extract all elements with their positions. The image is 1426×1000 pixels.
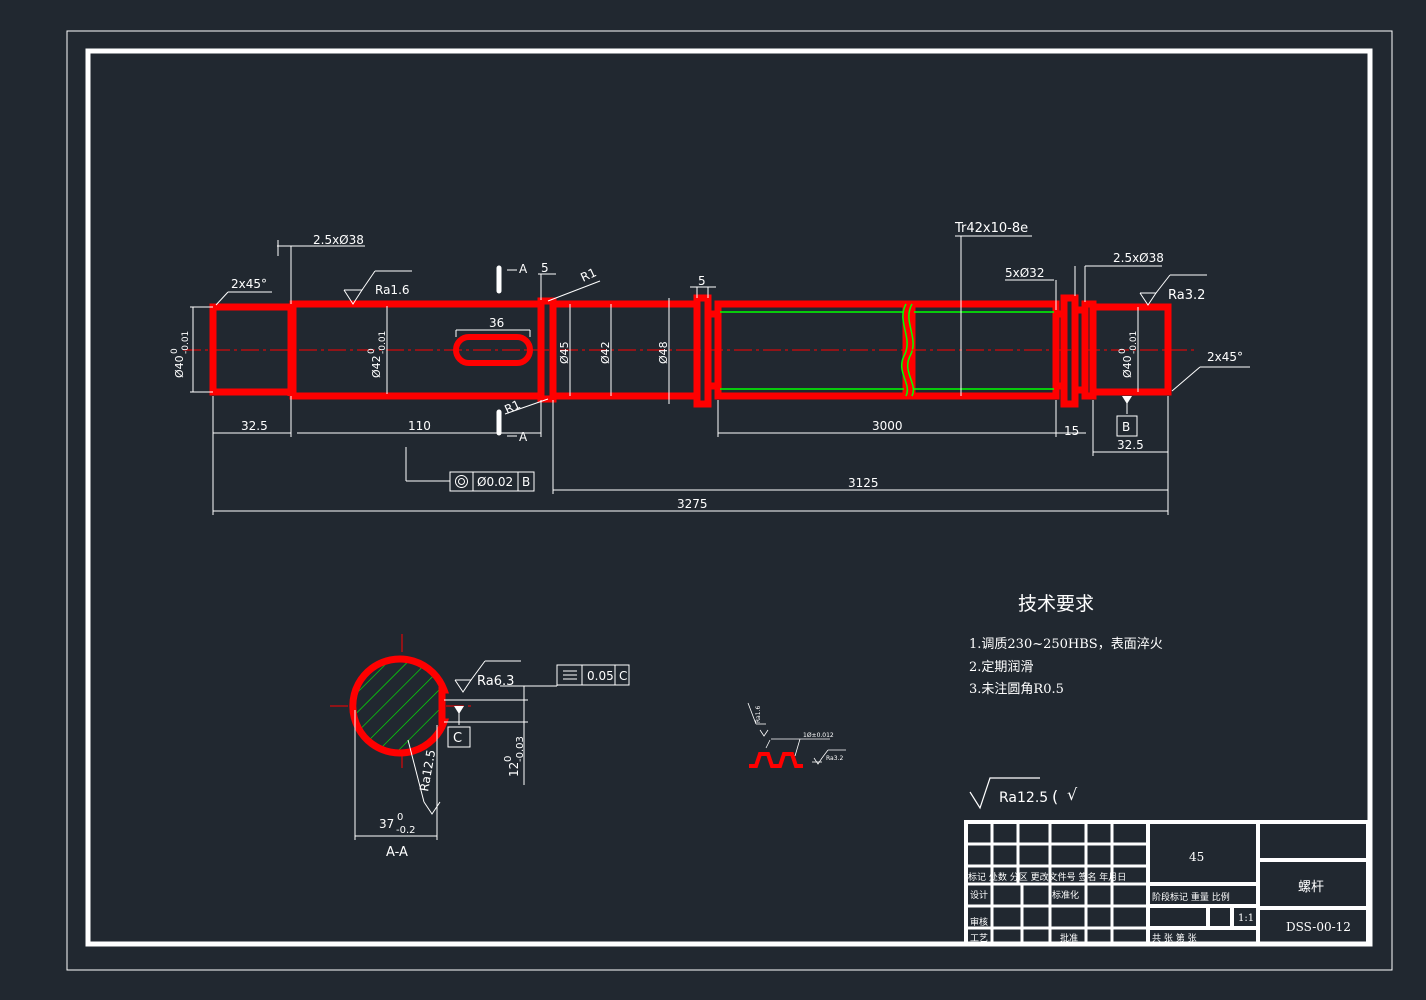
dim-len-15: 15	[1064, 424, 1079, 438]
label-datum-b: B	[1122, 420, 1130, 434]
dimension-lines	[190, 235, 1250, 515]
fcf-frame-shaft	[449, 471, 535, 492]
label-undercut-right-small: 5xØ32	[1005, 266, 1044, 280]
tb-part-name: 螺杆	[1298, 880, 1324, 895]
tb-approve: 批准	[1060, 932, 1078, 944]
dim-dia-45: Ø45	[558, 341, 571, 364]
tb-stage-row: 阶段标记 重量 比例	[1152, 891, 1230, 903]
tb-standardize: 标准化	[1052, 889, 1079, 901]
label-section-a-top: A	[519, 262, 528, 276]
dim-len-left: 32.5	[241, 419, 268, 433]
dim-len-3125: 3125	[848, 476, 879, 490]
tech-title: 技术要求	[1018, 593, 1094, 615]
section-label: A-A	[386, 845, 408, 860]
dim-len-110: 110	[408, 419, 431, 433]
tb-design: 设计	[970, 889, 988, 901]
label-chamfer-right: 2x45°	[1207, 350, 1243, 364]
tb-row-labels: 标记 处数 分区 更改文件号 签名 年月日	[968, 871, 1126, 883]
dim-len-thread: 3000	[872, 419, 903, 433]
dim-width: 37 0 -0.2	[379, 812, 416, 836]
svg-text:0: 0	[397, 812, 403, 823]
tb-material: 45	[1189, 850, 1204, 864]
tb-sheets: 共 张 第 张	[1152, 932, 1197, 944]
label-ra-keyway: Ra6.3	[477, 674, 514, 689]
label-ra-left: Ra1.6	[375, 283, 410, 297]
fcf-value-section: 0.05	[587, 669, 614, 683]
svg-text:0: 0	[503, 756, 514, 762]
general-check: √	[1067, 785, 1078, 804]
svg-text:Ø42: Ø42	[370, 355, 383, 378]
section-profile	[349, 655, 450, 757]
tb-drawing-no: DSS-00-12	[1286, 920, 1351, 934]
svg-text:-0.03: -0.03	[515, 736, 526, 762]
svg-text:0: 0	[170, 348, 180, 354]
fcf-datum-shaft: B	[522, 475, 530, 489]
label-chamfer-left: 2x45°	[231, 277, 267, 291]
dim-len-total: 3275	[677, 497, 708, 511]
dim-dia-42: Ø42	[599, 341, 612, 364]
label-thread-spec: Tr42x10-8e	[954, 221, 1028, 236]
label-datum-c: C	[453, 731, 462, 746]
dim-len-right: 32.5	[1117, 438, 1144, 452]
svg-text:-0.01: -0.01	[378, 331, 388, 354]
svg-text:-0.01: -0.01	[1129, 331, 1139, 354]
tb-review: 审核	[970, 916, 988, 928]
svg-text:-0.2: -0.2	[396, 825, 416, 836]
label-fillet-bottom: R1	[502, 397, 522, 416]
label-section-a-bottom: A	[519, 430, 528, 444]
fcf-value-shaft: Ø0.02	[477, 475, 513, 489]
general-roughness: Ra12.5 ( √	[969, 777, 1078, 810]
datum-b-box	[1116, 415, 1138, 437]
fcf-frame-section	[556, 664, 630, 686]
svg-text:Ø40: Ø40	[1121, 355, 1134, 378]
label-key-offset: 5	[541, 261, 549, 275]
label-undercut-right: 2.5xØ38	[1113, 251, 1164, 265]
svg-text:-0.01: -0.01	[181, 331, 191, 354]
svg-text:0: 0	[1118, 348, 1128, 354]
dim-dia-48: Ø48	[657, 341, 670, 364]
section-a-a	[330, 634, 472, 770]
label-groove-width: 5	[698, 274, 706, 288]
thread-detail: Ra1.6 1Ø±0.012 Ra3.2	[747, 702, 846, 768]
thread-ra-flank: Ra1.6	[755, 706, 762, 723]
general-ra: Ra12.5	[999, 790, 1048, 806]
dim-dia-left: Ø40 0 -0.01	[170, 331, 191, 378]
sheet-border	[66, 30, 1393, 971]
break-line-right	[907, 303, 915, 397]
label-keyway-length: 36	[489, 316, 504, 330]
label-ra-right: Ra3.2	[1168, 288, 1205, 303]
datum-c-triangle	[454, 706, 464, 714]
tech-item-3: 3.未注圆角R0.5	[969, 682, 1064, 697]
title-block-grid	[966, 822, 1148, 944]
label-undercut-left: 2.5xØ38	[313, 233, 364, 247]
tech-requirements: 技术要求 1.调质230~250HBS，表面淬火 2.定期润滑 3.未注圆角R0…	[969, 593, 1163, 697]
dim-depth: 12 0 -0.03	[503, 736, 526, 777]
dim-dia-mid: Ø42 0 -0.01	[367, 331, 388, 378]
general-paren: (	[1052, 787, 1058, 806]
tech-item-2: 2.定期润滑	[969, 660, 1033, 675]
datum-c-box	[447, 726, 471, 748]
svg-text:12: 12	[507, 762, 521, 777]
label-fillet-top: R1	[578, 265, 598, 284]
break-line	[901, 303, 909, 397]
tb-scale: 1:1	[1238, 913, 1254, 924]
thread-ra-root: Ra3.2	[826, 755, 843, 762]
svg-text:0: 0	[367, 348, 377, 354]
thread-root-lines	[720, 311, 1054, 390]
svg-text:Ø40: Ø40	[173, 355, 186, 378]
datum-b-triangle	[1122, 396, 1132, 404]
shaft-outline	[209, 294, 1172, 408]
tech-item-1: 1.调质230~250HBS，表面淬火	[969, 637, 1163, 652]
svg-text:37: 37	[379, 817, 394, 831]
dim-dia-right: Ø40 0 -0.01	[1118, 331, 1139, 378]
fcf-datum-section: C	[619, 669, 627, 683]
section-dimension-lines	[354, 660, 558, 840]
thread-tolerance: 1Ø±0.012	[803, 732, 834, 739]
label-ra-bottom: Ra12.5	[417, 749, 438, 793]
tb-process: 工艺	[970, 933, 988, 944]
